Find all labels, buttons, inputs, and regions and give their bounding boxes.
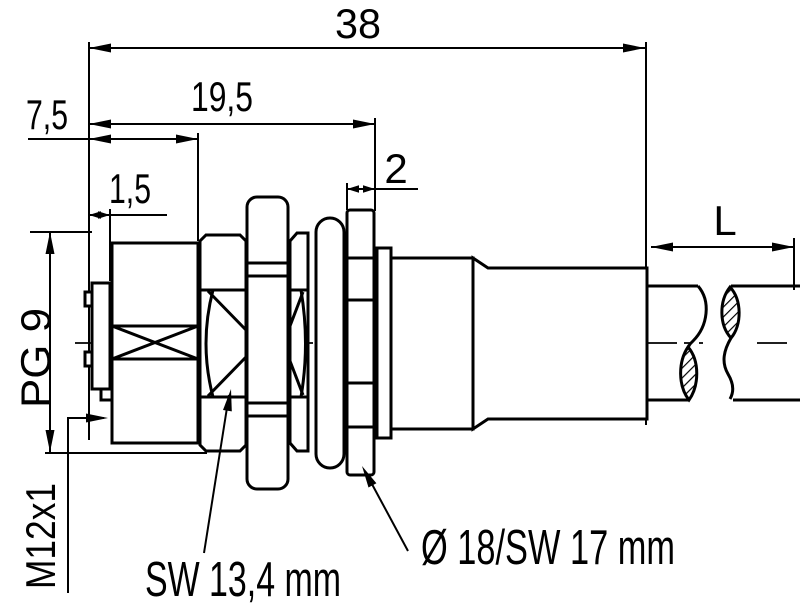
hex-chamfer-upper [206,289,248,332]
hex-chamfer-lower [206,355,248,398]
x-diagonal-2 [111,324,199,361]
hex-nut-sw13-rear [288,231,310,453]
dimension-38: 38 [89,0,645,53]
arrowhead-bottom [45,430,55,452]
arrowhead-left [651,242,673,252]
contact-insert [90,281,112,391]
arrowhead-right [772,242,794,252]
arrowhead-right [623,43,645,53]
hex-facet-arc [299,289,307,398]
hex-facet-arc [204,289,215,398]
coupling-ring-outline [245,195,290,491]
insert-notch [99,387,114,402]
dim-value-19-5: 19,5 [191,73,253,120]
label-text-m12x1: M12x1 [17,483,64,589]
coupling-ring [245,195,290,491]
arrowhead-left [89,134,111,144]
dim-value-7-5: 7,5 [26,91,68,138]
arrowhead-right [176,134,198,144]
dimension-1-5: 1,5 [89,165,167,219]
arrowhead-right [98,211,110,219]
connector-body [83,195,649,491]
label-text-sw13-4: SW 13,4 mm [145,553,341,607]
label-text-dia18-sw17: Ø 18/SW 17 mm [421,521,675,575]
dimension-2: 2 [347,145,418,193]
arrowhead [223,389,232,412]
leader-line [203,394,230,554]
cable-break-curve-left [686,285,708,349]
flange-nut-dia18-sw17 [345,208,376,477]
hex-nut-sw13-front [198,233,248,453]
cable-break-section-lower [679,344,699,403]
dim-value-l: L [713,197,736,244]
hex-chamfer-upper [288,291,305,327]
dimension-19-5: 19,5 [89,73,375,129]
arrowhead [86,413,108,423]
dim-value-38: 38 [335,0,381,47]
dim-value-2: 2 [384,145,407,192]
arrowhead-left [347,185,359,193]
cable [647,284,800,403]
arrowhead [362,466,377,488]
leader-line [365,472,409,552]
rear-body [389,256,475,431]
spacer-ring [375,246,393,440]
socket-x-marking [111,324,199,361]
dim-value-pg9: PG 9 [12,308,59,408]
dimension-7-5: 7,5 [26,91,198,144]
arrowhead-right [363,185,375,193]
label-sw13-4: SW 13,4 mm [145,389,341,607]
cable-break-section-upper [720,284,741,341]
cable-break-curve-right [722,337,735,400]
dimension-cable-length-l: L [651,197,794,252]
label-m12x1: M12x1 [17,413,108,593]
label-dia18-sw17: Ø 18/SW 17 mm [362,466,675,575]
o-ring [314,216,346,470]
hex-chamfer-lower [288,360,305,396]
flange-outline [345,208,376,477]
rear-sleeve [471,255,649,432]
dim-value-1-5: 1,5 [109,165,151,212]
dimension-pg9: PG 9 [12,231,207,454]
arrowhead-left [89,119,111,129]
arrowhead-top [45,232,55,254]
arrowhead-right [353,119,375,129]
arrowhead-left [89,43,111,53]
